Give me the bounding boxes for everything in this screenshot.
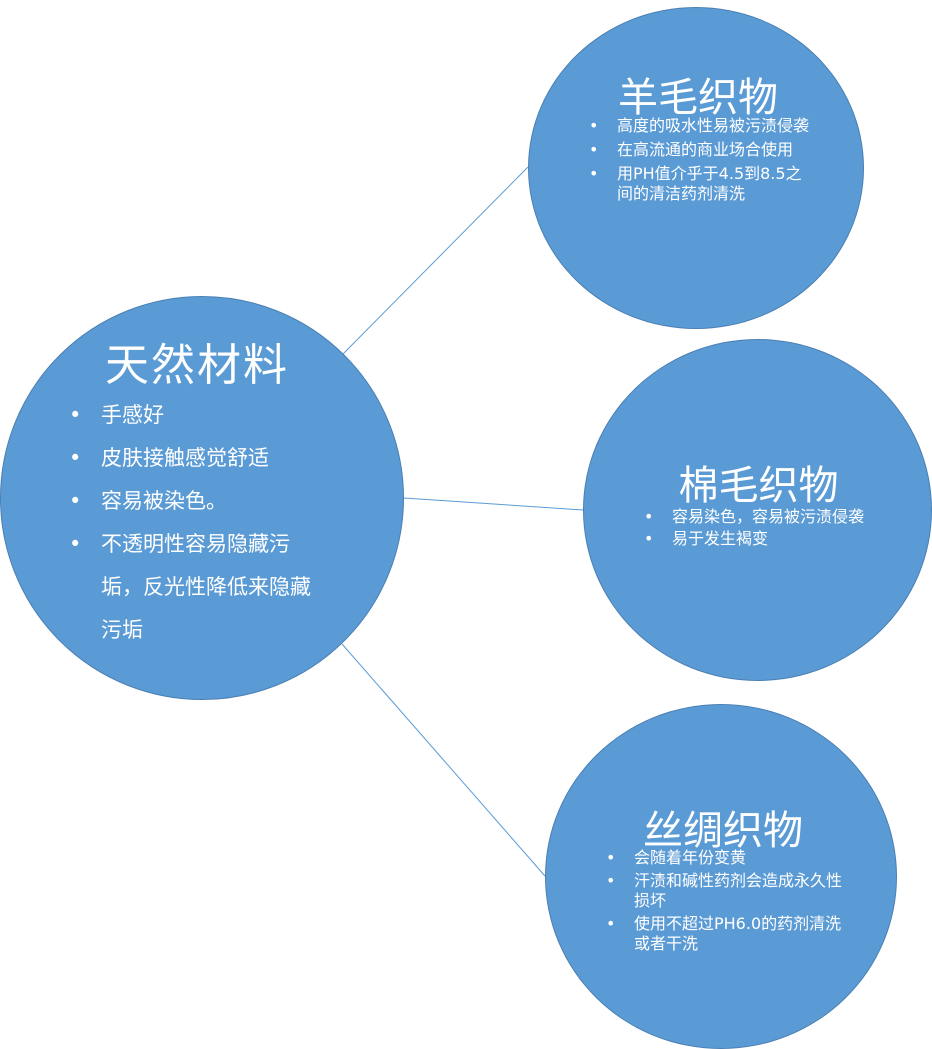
list-item: •汗渍和碱性药剂会造成永久性损坏 [606,871,843,910]
bullet-icon: • [589,140,599,159]
list-item: •容易染色，容易被污渍侵袭 [644,507,865,526]
bullet-icon: • [606,848,616,867]
list-item: •手感好 [69,394,331,437]
node-title-wool-fabric: 羊毛织物 [618,75,778,121]
bullet-icon: • [644,507,654,526]
bullet-icon: • [69,532,82,556]
bullet-icon: • [606,914,616,933]
bullet-list-natural-materials: •手感好 •皮肤接触感觉舒适 •容易被染色。 •不透明性容易隐藏污垢，反光性降低… [69,394,331,652]
connector-main-to-silk [341,643,546,877]
bullet-icon: • [644,529,654,548]
node-title-cotton-fabric: 棉毛织物 [678,463,839,509]
bullet-list-cotton-fabric: •容易染色，容易被污渍侵袭 •易于发生褐变 [644,507,874,551]
connector-main-to-wool [341,166,529,356]
list-item: •用PH值介乎于4.5到8.5之间的清洁药剂清洗 [589,164,802,203]
bullet-list-silk-fabric: •会随着年份变黄 •汗渍和碱性药剂会造成永久性损坏 •使用不超过PH6.0的药剂… [606,848,846,957]
bullet-icon: • [606,871,616,890]
node-silk-fabric: 丝绸织物 •会随着年份变黄 •汗渍和碱性药剂会造成永久性损坏 •使用不超过PH6… [545,704,897,1049]
list-item: •不透明性容易隐藏污垢，反光性降低来隐藏污垢 [69,523,331,652]
bullet-list-wool-fabric: •高度的吸水性易被污渍侵袭 •在高流通的商业场合使用 •用PH值介乎于4.5到8… [589,116,811,208]
node-natural-materials: 天然材料 •手感好 •皮肤接触感觉舒适 •容易被染色。 •不透明性容易隐藏污垢，… [0,296,404,700]
bullet-icon: • [589,164,599,183]
bullet-icon: • [69,489,82,513]
bullet-icon: • [69,446,82,470]
connector-main-to-cotton [403,497,584,511]
bullet-icon: • [69,403,82,427]
list-item: •使用不超过PH6.0的药剂清洗或者干洗 [606,914,842,953]
list-item: •皮肤接触感觉舒适 [69,437,331,480]
list-item: •在高流通的商业场合使用 [589,140,794,159]
node-title-silk-fabric: 丝绸织物 [643,808,803,854]
bullet-icon: • [589,116,599,135]
node-cotton-fabric: 棉毛织物 •容易染色，容易被污渍侵袭 •易于发生褐变 [583,339,932,681]
list-item: •高度的吸水性易被污渍侵袭 [589,116,810,135]
list-item: •易于发生褐变 [644,529,769,548]
list-item: •容易被染色。 [69,480,331,523]
node-wool-fabric: 羊毛织物 •高度的吸水性易被污渍侵袭 •在高流通的商业场合使用 •用PH值介乎于… [528,7,864,329]
list-item: •会随着年份变黄 [606,848,747,867]
node-title-natural-materials: 天然材料 [105,340,289,391]
